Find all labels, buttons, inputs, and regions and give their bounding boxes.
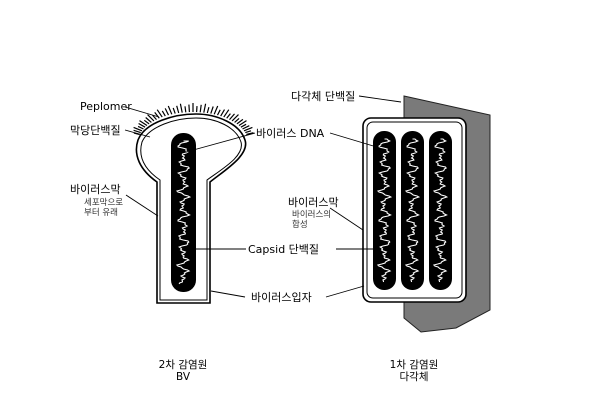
bv-envelope-inner: [140, 117, 242, 301]
leader-membrane-protein: [124, 129, 151, 138]
peplomer-spike: [152, 114, 157, 120]
label-envelope-left: 바이러스막: [70, 183, 121, 196]
peplomer-spike: [145, 117, 152, 123]
peplomer-spike: [236, 118, 244, 125]
peplomer-spike: [213, 105, 219, 115]
bv-dna: [175, 140, 192, 285]
caption-left-line1: 2차 감염원: [158, 359, 208, 371]
label-envelope-left-note-1: 세포막으로: [84, 198, 124, 208]
caption-left-line2: BV: [175, 371, 191, 383]
peplomer-spike: [223, 109, 230, 118]
leader-virion-right: [325, 285, 365, 298]
leader-bv-envelope: [125, 194, 159, 217]
label-envelope-left-note-2: 부터 유래: [84, 208, 118, 218]
label-membrane-protein: 막당단백질: [70, 124, 121, 137]
peplomer-spike: [216, 109, 221, 116]
peplomer-spike: [231, 114, 239, 122]
peplomer-spike: [210, 106, 214, 114]
peplomer-spike: [184, 106, 187, 113]
ov-envelope-inner: [366, 121, 463, 299]
peplomer-spike: [156, 109, 163, 118]
label-peplomer: Peplomer: [80, 100, 132, 113]
peplomer-spike: [243, 126, 253, 132]
bv-nucleocapsid: [171, 133, 196, 292]
peplomer-spike: [229, 113, 235, 120]
peplomer-spike: [172, 107, 176, 114]
peplomer-spike: [154, 112, 160, 119]
leader-lines: [124, 95, 402, 298]
peplomer-spike: [139, 120, 148, 127]
leader-ov-dna: [329, 132, 381, 149]
peplomer-spike: [206, 107, 210, 114]
leader-peplomer: [124, 106, 160, 118]
peplomer-spike: [138, 122, 146, 128]
peplomer-spike: [199, 104, 202, 113]
peplomer-spike: [133, 126, 143, 132]
peplomer-spike: [167, 105, 173, 115]
label-virion: 바이러스입자: [251, 291, 312, 304]
peplomer-spikes: [133, 103, 254, 136]
peplomer-spike: [203, 103, 207, 113]
label-envelope-right: 바이러스막: [288, 196, 339, 209]
peplomer-spike: [220, 109, 226, 117]
occlusion-body: [362, 95, 491, 333]
ov-dna-3: [432, 138, 449, 283]
label-envelope-right-note-1: 바이러스의: [292, 210, 332, 220]
peplomer-spike: [161, 110, 166, 117]
leader-virion-left: [210, 290, 246, 298]
caption-right-line2: 다각체: [399, 371, 429, 383]
budded-virus: [133, 103, 254, 304]
peplomer-spike: [234, 117, 240, 123]
caption-right-line1: 1차 감염원: [389, 359, 439, 371]
label-polyhedrin: 다각체 단백질: [291, 90, 356, 103]
peplomer-spike: [226, 113, 231, 119]
peplomer-spike: [240, 123, 247, 128]
label-virus-dna: 바이러스 DNA: [256, 127, 325, 140]
peplomer-spike: [147, 114, 155, 122]
leader-ov-envelope: [329, 207, 364, 231]
peplomer-spike: [179, 103, 183, 113]
peplomer-spike: [164, 108, 170, 116]
peplomer-spike: [176, 105, 180, 114]
peplomer-spike: [246, 132, 254, 136]
peplomer-spike: [238, 120, 247, 127]
ov-dna-2: [404, 138, 421, 283]
leader-bv-dna: [185, 132, 256, 153]
peplomer-spike: [143, 119, 150, 125]
peplomer-spike: [245, 130, 252, 134]
leader-polyhedrin: [358, 95, 402, 103]
peplomer-spike: [188, 104, 190, 113]
peplomer-spike: [242, 125, 250, 130]
peplomer-spike: [137, 125, 144, 130]
ov-dna-1: [376, 138, 393, 283]
peplomer-spike: [133, 129, 141, 134]
label-envelope-right-note-2: 합성: [292, 220, 308, 230]
label-capsid-protein: Capsid 단백질: [248, 243, 320, 256]
